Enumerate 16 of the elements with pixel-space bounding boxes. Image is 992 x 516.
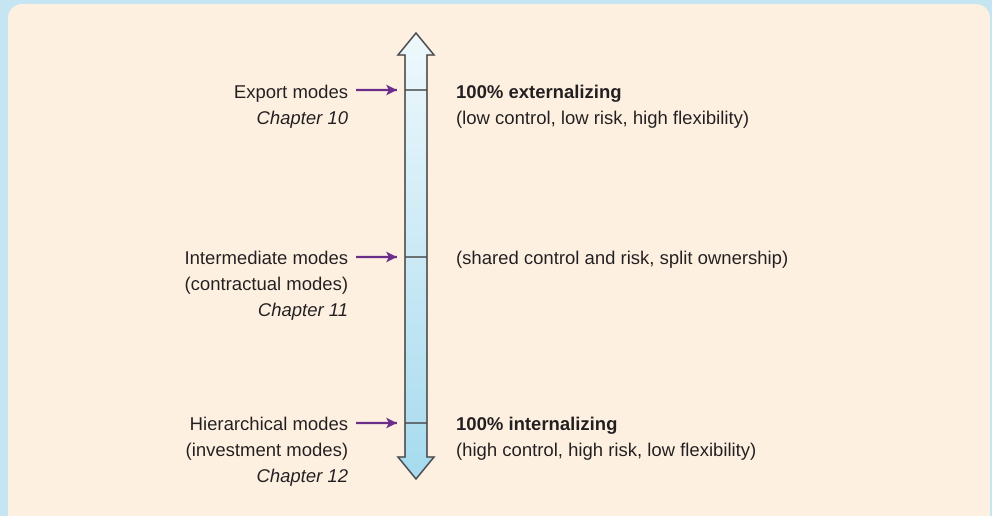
mode-label: Export modes: [232, 80, 348, 104]
scale-end-label: 100% internalizing: [456, 412, 618, 436]
chapter-reference: Chapter 12: [255, 464, 348, 488]
arrow: [356, 84, 397, 96]
arrow: [356, 252, 397, 262]
chapter-reference: Chapter 11: [256, 298, 348, 322]
arrow: [356, 418, 397, 428]
scale-end-label: 100% externalizing: [456, 80, 622, 104]
mode-subtitle: (investment modes): [184, 438, 348, 462]
mode-label: Hierarchical modes: [188, 412, 348, 436]
mode-subtitle: (contractual modes): [184, 272, 348, 296]
chapter-reference: Chapter 10: [255, 106, 348, 130]
description-text: (high control, high risk, low flexibility): [456, 438, 756, 462]
mode-label: Intermediate modes: [183, 246, 348, 270]
description-text: (low control, low risk, high flexibility): [456, 106, 750, 130]
description-text: (shared control and risk, split ownership): [456, 246, 788, 270]
